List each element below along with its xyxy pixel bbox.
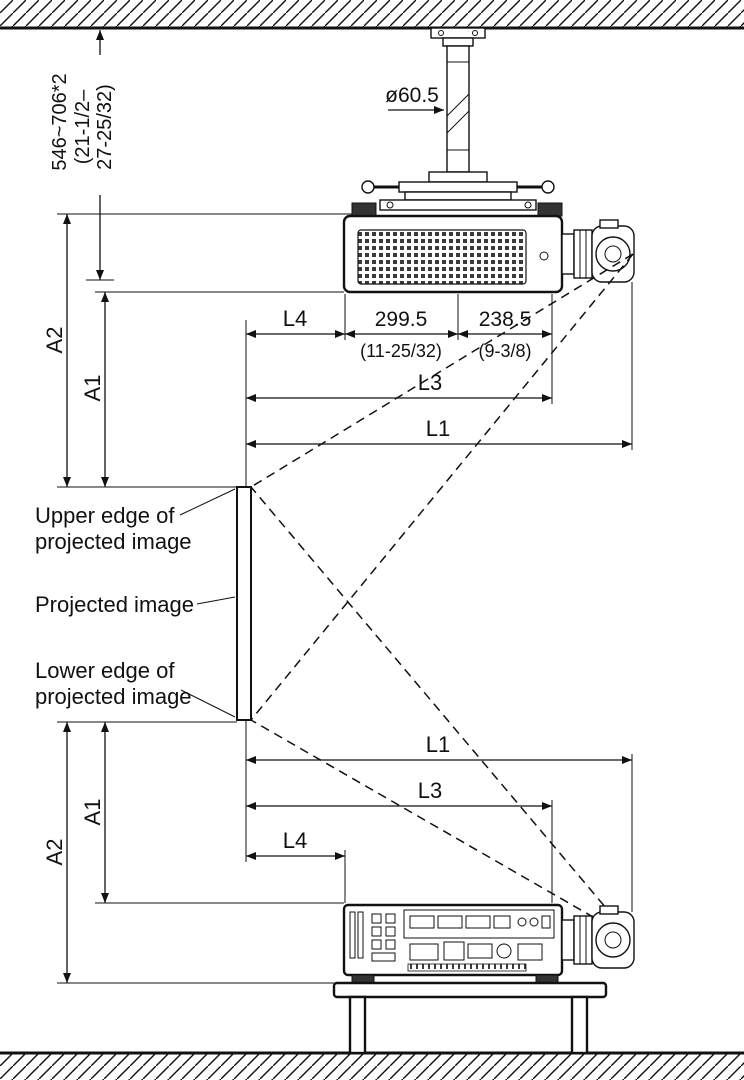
dimensions-bottom-horizontal: L1 L3 L4 xyxy=(245,720,633,912)
rear-panel xyxy=(349,909,555,972)
vent-grille xyxy=(357,229,527,285)
center-to-front-mm-label: 238.5 xyxy=(479,308,532,331)
projected-image-screen xyxy=(57,486,252,723)
ceiling-mount-bracket xyxy=(361,27,555,211)
rear-to-center-inch-label: (11-25/32) xyxy=(360,341,442,361)
projection-lens-bottom xyxy=(561,905,635,969)
dimension-a1-top: A1 xyxy=(77,291,344,487)
screen-edge-labels: Upper edge of projected image Projected … xyxy=(35,488,236,718)
dimension-mount-height: 546~706*2 (21-1/2– 27-25/32) xyxy=(46,30,120,281)
upper-edge-label-line1: Upper edge of xyxy=(35,503,175,528)
exhaust-vent xyxy=(407,963,527,972)
mount-height-mm-label: 546~706*2 xyxy=(49,73,71,170)
mount-height-inch-label-1: (21-1/2– xyxy=(72,89,94,164)
ceiling xyxy=(0,0,744,30)
lower-edge-label-line2: projected image xyxy=(35,684,192,709)
lower-edge-label-line1: Lower edge of xyxy=(35,658,175,683)
ceiling-projector xyxy=(342,202,635,294)
mount-pole xyxy=(446,45,470,173)
a2-bottom-label: A2 xyxy=(42,839,67,866)
l4-top-label: L4 xyxy=(283,306,307,331)
projection-lens-top xyxy=(561,219,635,283)
dimensions-top-horizontal: L4 299.5 (11-25/32) 238.5 (9-3/8) L3 L1 xyxy=(245,282,633,487)
floor-projector xyxy=(342,903,635,986)
l4-bottom-label: L4 xyxy=(283,828,307,853)
pole-diameter-callout: ø60.5 xyxy=(385,84,444,114)
table-top xyxy=(332,981,608,999)
upper-edge-label-line2: projected image xyxy=(35,529,192,554)
center-to-front-inch-label: (9-3/8) xyxy=(478,341,531,361)
l3-bottom-label: L3 xyxy=(418,778,442,803)
projected-image-label: Projected image xyxy=(35,592,194,617)
mount-height-inch-label-2: 27-25/32) xyxy=(94,84,116,170)
dimension-a2-bottom: A2 xyxy=(39,722,334,984)
a1-top-label: A1 xyxy=(80,375,105,402)
table xyxy=(332,981,608,1055)
screen-rect xyxy=(236,486,252,721)
adjust-knob-right xyxy=(541,180,555,194)
pole-diameter-label: ø60.5 xyxy=(385,84,439,107)
dimension-a2-top: A2 xyxy=(39,213,352,487)
table-leg-left xyxy=(348,995,367,1055)
dimension-a1-bottom: A1 xyxy=(77,722,344,904)
a2-top-label: A2 xyxy=(42,327,67,354)
table-leg-right xyxy=(570,995,589,1055)
power-inlet xyxy=(517,943,543,961)
a1-bottom-label: A1 xyxy=(80,799,105,826)
projector-foot xyxy=(351,202,377,217)
projection-beams xyxy=(250,253,634,941)
l1-top-label: L1 xyxy=(426,416,450,441)
adjust-knob-left xyxy=(361,180,375,194)
rear-to-center-mm-label: 299.5 xyxy=(375,308,428,331)
l1-bottom-label: L1 xyxy=(426,732,450,757)
projector-foot xyxy=(537,202,563,217)
floor xyxy=(0,1051,744,1080)
